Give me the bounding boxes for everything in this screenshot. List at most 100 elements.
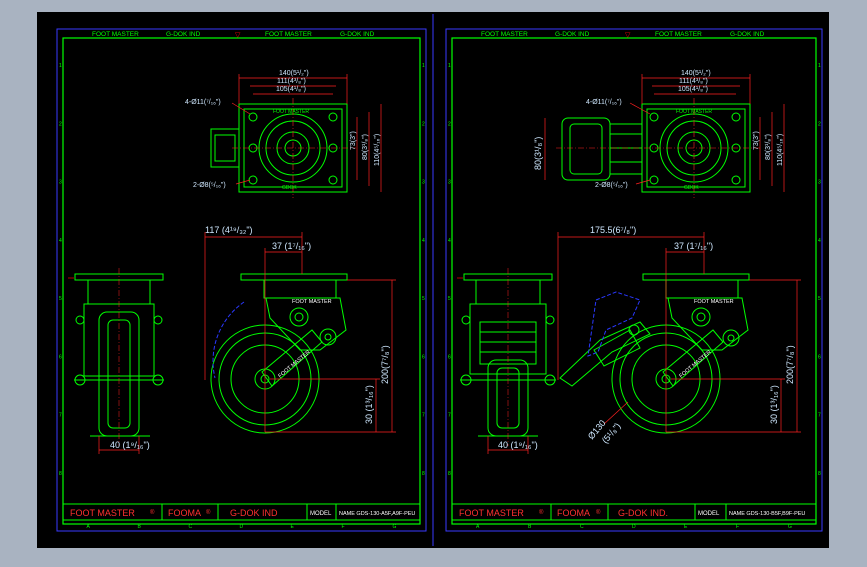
tb-reg-1: ® xyxy=(150,509,155,516)
plate-brand: FOOT MASTER xyxy=(676,109,712,115)
header-brand-1: FOOT MASTER xyxy=(481,31,528,38)
arm-brand: FOOT MASTER xyxy=(694,299,734,305)
row-number-left: 1 xyxy=(448,63,451,69)
dim-111: 111(4³/₈") xyxy=(277,78,306,85)
dim-hub: 30 (1³/₁₆") xyxy=(364,385,374,424)
plate-stamp: GDOK xyxy=(684,185,699,191)
tb-company: G-DOK IND xyxy=(230,508,278,518)
row-number-right: 7 xyxy=(422,413,425,419)
dim-80: 80(3¹/₈") xyxy=(765,134,772,160)
dim-width: 40 (1⁹/₁₆") xyxy=(498,440,538,450)
brake-pedal xyxy=(559,321,651,387)
zone-letter: E xyxy=(684,524,688,530)
tb-company: G-DOK IND. xyxy=(618,508,668,518)
row-number-left: 4 xyxy=(59,238,62,244)
header-company-1: G-DOK IND xyxy=(166,31,201,38)
leader-hole xyxy=(231,102,251,115)
header-company-2: G-DOK IND xyxy=(340,31,375,38)
dim-height: 200(7⁷/₈") xyxy=(785,345,795,384)
front-bolt-r1 xyxy=(545,315,555,325)
row-number-right: 2 xyxy=(818,121,821,127)
plate-brand: FOOT MASTER xyxy=(273,109,309,115)
dim-offset: 117 (4¹⁹/₃₂") xyxy=(205,225,253,235)
row-number-right: 3 xyxy=(818,180,821,186)
tb-brand: FOOT MASTER xyxy=(70,508,135,518)
side-hidden-swivel-arc xyxy=(212,301,245,379)
header-marker-icon: ▽ xyxy=(625,32,631,39)
row-number-right: 4 xyxy=(422,238,425,244)
dim-80-left: 80(3¹/₈") xyxy=(533,137,543,170)
zone-letter: F xyxy=(736,524,739,530)
mount-hole-tl xyxy=(649,112,659,122)
sheet-outer-frame xyxy=(56,28,427,532)
row-number-right: 3 xyxy=(422,180,425,186)
dim-swivel: 37 (1⁷/₁₆") xyxy=(272,241,311,251)
top-view xyxy=(556,98,760,198)
title-block: FOOT MASTER ® FOOMA ® G-DOK IND MODEL NA… xyxy=(62,503,421,521)
mount-hole-tl xyxy=(248,112,258,122)
leader-dia xyxy=(603,401,629,425)
brake-link xyxy=(609,123,643,175)
tb-brand2: FOOMA xyxy=(557,508,590,518)
side-swivel-arm xyxy=(667,297,749,351)
brake-body-inner xyxy=(569,123,603,175)
leader-shaft xyxy=(635,179,651,185)
side-spring-pivot xyxy=(691,307,711,327)
zone-letter: C xyxy=(189,524,193,530)
row-number-right: 6 xyxy=(422,354,425,360)
dim-105: 105(4¹/₈") xyxy=(276,86,306,93)
row-number-left: 2 xyxy=(59,121,62,127)
top-view-dimensions xyxy=(231,74,382,192)
side-view-dims xyxy=(557,232,801,433)
row-number-right: 5 xyxy=(422,296,425,302)
side-spring-pivot xyxy=(289,307,309,327)
tb-brand2: FOOMA xyxy=(168,508,201,518)
sheet-border xyxy=(62,37,421,525)
side-kingpin-inner xyxy=(324,333,332,341)
row-number-left: 6 xyxy=(448,354,451,360)
dim-offset: 175.5(6⁷/₈") xyxy=(590,225,636,235)
tb-brand: FOOT MASTER xyxy=(459,508,524,518)
zone-letter: G xyxy=(393,524,397,530)
header-company-1: G-DOK IND xyxy=(555,31,590,38)
zone-letter: G xyxy=(788,524,792,530)
zone-letter: D xyxy=(240,524,244,530)
mount-hole-br xyxy=(328,175,338,185)
side-swing-link xyxy=(662,329,724,387)
top-view-dimensions xyxy=(544,74,785,192)
dim-hole: 4-Ø11(⁷/₁₆") xyxy=(586,99,622,106)
dim-shaft: 2-Ø8(⁵/₁₆") xyxy=(193,182,226,189)
dim-swivel: 37 (1⁷/₁₆") xyxy=(674,241,713,251)
tb-reg-2: ® xyxy=(206,509,211,516)
dim-73: 73(3") xyxy=(753,131,760,150)
row-number-right: 8 xyxy=(422,471,425,477)
row-number-right: 7 xyxy=(818,413,821,419)
dim-width: 40 (1⁹/₁₆") xyxy=(110,440,150,450)
row-number-left: 2 xyxy=(448,121,451,127)
header-strip: FOOT MASTER G-DOK IND ▽ FOOT MASTER G-DO… xyxy=(92,31,375,39)
zone-letter: E xyxy=(291,524,295,530)
row-number-left: 3 xyxy=(59,180,62,186)
side-kingpin-inner xyxy=(727,334,735,342)
zone-letter: A xyxy=(476,524,480,530)
mount-hole-tr xyxy=(731,112,741,122)
mount-hole-br xyxy=(731,175,741,185)
top-view-labels: 140(5¹/₂") 111(4³/₈") 105(4¹/₈") 4-Ø11(⁷… xyxy=(185,70,381,191)
front-bolt-l1 xyxy=(75,315,85,325)
row-number-right: 1 xyxy=(818,63,821,69)
row-number-right: 6 xyxy=(818,354,821,360)
row-number-left: 5 xyxy=(448,296,451,302)
dim-110: 110(4⁵/₁₆") xyxy=(374,134,381,166)
zone-letter: B xyxy=(138,524,142,530)
header-strip: FOOT MASTER G-DOK IND ▽ FOOT MASTER G-DO… xyxy=(481,31,765,39)
zone-letter: B xyxy=(528,524,532,530)
sheet-outer-frame xyxy=(445,28,823,532)
wheel-stub xyxy=(210,128,240,168)
side-swing-link xyxy=(261,329,323,387)
dim-shaft: 2-Ø8(⁵/₁₆") xyxy=(595,182,628,189)
top-view xyxy=(210,98,356,198)
row-number-left: 7 xyxy=(448,413,451,419)
